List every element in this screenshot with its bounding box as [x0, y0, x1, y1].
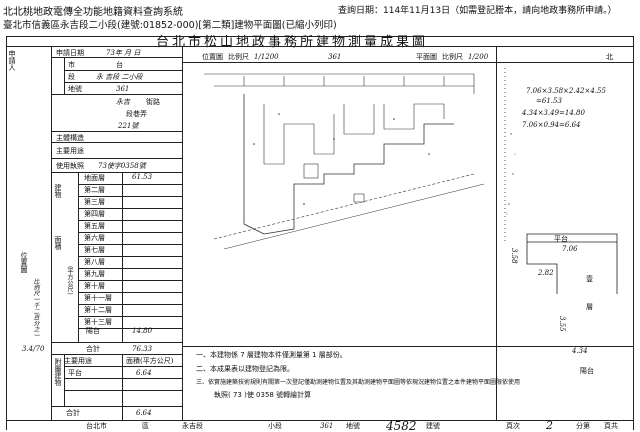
footer-plot-label: 地號: [346, 422, 360, 430]
total-label: 合計: [86, 345, 100, 353]
left-note-value: 3.4/70: [22, 345, 45, 353]
dim-top: 7.06: [562, 245, 578, 253]
document-subtitle: 臺北市信義區永吉段二小段(建號:01852-000)[第二類]建物平面圖(已縮小…: [3, 20, 337, 31]
platform-label: 平台: [554, 235, 568, 243]
calc-line: =61.53: [536, 97, 562, 105]
floor-row-label: 第十二層: [84, 306, 112, 314]
address-road: 永吉: [116, 98, 130, 106]
location-row-city-label: 市: [68, 61, 75, 69]
location-row-plot-label: 地號: [68, 85, 82, 93]
floor-row-label: 第十一層: [84, 294, 112, 302]
floor-row-label: 第四層: [84, 210, 105, 218]
footer-district-label: 區: [142, 422, 149, 430]
plot-number: 361: [328, 53, 342, 61]
calc-line: 4.34×3.49=14.80: [522, 109, 585, 117]
system-title: 北北桃地政電傳全功能地籍資料查詢系統: [3, 7, 183, 18]
date-label: 申請日期: [56, 49, 84, 57]
page-header: 北北桃地政電傳全功能地籍資料查詢系統 臺北市信義區永吉段二小段(建號:01852…: [0, 0, 640, 36]
floor-row-label: 第二層: [84, 186, 105, 194]
floor-row-label: 第八層: [84, 258, 105, 266]
balcony-area: 14.80: [132, 327, 153, 335]
appurtenance-usage-label: 主要用途: [64, 357, 92, 365]
footer-plot: 361: [320, 422, 334, 430]
address-road-suffix: 街路: [146, 98, 160, 106]
footer-page-label: 頁次: [506, 422, 520, 430]
address-lane-label: 段巷弄: [126, 110, 147, 118]
dim-left-height: 3.58: [510, 248, 518, 264]
floor-row-label: 第三層: [84, 198, 105, 206]
footer-of-label: 頁共: [604, 422, 618, 430]
floor-plan-label: 平面圖: [416, 53, 437, 61]
unit-label: (平方公尺): [66, 266, 73, 295]
footer-city: 台北市: [86, 422, 107, 430]
appurtenance-area-label: 面積(平方公尺): [126, 357, 174, 365]
building-label: 建物: [54, 184, 62, 198]
floor-plan-scale-label: 比例尺: [442, 53, 463, 61]
left-note-scale: 比例尺一千二百分之一: [32, 278, 39, 338]
floor-row-label: 第十三層: [84, 318, 112, 326]
room-label: 層: [586, 303, 593, 311]
note-line: 二、本成果表以建物登記為限。: [196, 365, 294, 373]
footer-subsection-label: 小段: [268, 422, 282, 430]
appurtenance-total: 6.64: [136, 409, 152, 417]
floor-plan-scale-value: 1/200: [468, 53, 489, 61]
footer-section: 永吉段: [182, 422, 203, 430]
room-label: 壹: [586, 275, 593, 283]
location-row-city-value: 台: [116, 61, 123, 69]
location-map-scale-value: 1/1200: [254, 53, 279, 61]
license-value: 73使字0358號: [98, 162, 146, 170]
floor-plan: [504, 68, 618, 294]
floor-row-label: 地面層: [84, 174, 105, 182]
floor-row-label: 第十層: [84, 282, 105, 290]
note-line: 一、本建物係 7 層建物本件僅測量第 1 層部份。: [196, 351, 347, 359]
note-line: 執照( 73 )使 0358 號轉繪計算: [214, 391, 312, 399]
location-row-section-value: 永 吉段 二小段: [96, 73, 143, 81]
area-label: 面積: [54, 236, 62, 250]
footer-fraction-label: 分第: [576, 422, 590, 430]
footer-building-no-label: 建號: [426, 422, 440, 430]
applicant-label: 申請人: [8, 50, 16, 71]
address-number: 221號: [118, 122, 139, 130]
appurtenance-total-label: 合計: [66, 409, 80, 417]
query-date: 查詢日期：114年11月13日（如需登記謄本，請向地政事務所申請。）: [338, 6, 617, 16]
location-row-section-label: 段: [68, 73, 75, 81]
platform-row-label: 平台: [68, 369, 82, 377]
footer-page-value: 2: [546, 419, 553, 432]
total-area: 76.33: [132, 345, 153, 353]
balcony-label: 陽台: [86, 327, 100, 335]
platform-row-area: 6.64: [136, 369, 152, 377]
document-title: 台北市松山地政事務所建物測量成果圖: [156, 35, 429, 50]
floor-row-label: 第六層: [84, 234, 105, 242]
date-value: 73年 月 日: [106, 49, 141, 57]
first-floor-area: 61.53: [132, 173, 153, 181]
floor-row-label: 第九層: [84, 270, 105, 278]
structure-label: 主體構造: [56, 134, 84, 142]
floor-row-label: 第七層: [84, 246, 105, 254]
license-label: 使用執照: [56, 162, 84, 170]
location-map-label: 位置圖: [202, 53, 223, 61]
location-map: [204, 73, 485, 250]
survey-document: 台北市松山地政事務所建物測量成果圖 申請人 位置圖 比例尺一千二百分之一 3.4…: [6, 35, 634, 432]
dim-height: 3.55: [558, 316, 566, 332]
north-label: 北: [606, 53, 613, 61]
appurtenance-label: 附屬建物: [54, 358, 62, 386]
footer-building-no: 4582: [386, 419, 417, 432]
balcony-plan-label: 陽台: [580, 367, 594, 375]
location-map-scale-label: 比例尺: [228, 53, 249, 61]
usage-label: 主要用途: [56, 147, 84, 155]
calc-line: 7.06×3.58×2.42×4.55: [526, 87, 606, 95]
calc-line: 7.06×0.94=6.64: [522, 121, 581, 129]
dim-bottom: 4.34: [572, 347, 588, 355]
dim-inner: 2.82: [538, 269, 554, 277]
location-row-plot-value: 361: [116, 85, 130, 93]
floor-row-label: 第五層: [84, 222, 105, 230]
left-note-label: 位置圖: [20, 252, 28, 273]
note-line: 三、依實施建築技術規則有關第一次登記僅勘測建物位置及其勘測建物平面圖等依現況建物…: [196, 379, 521, 386]
